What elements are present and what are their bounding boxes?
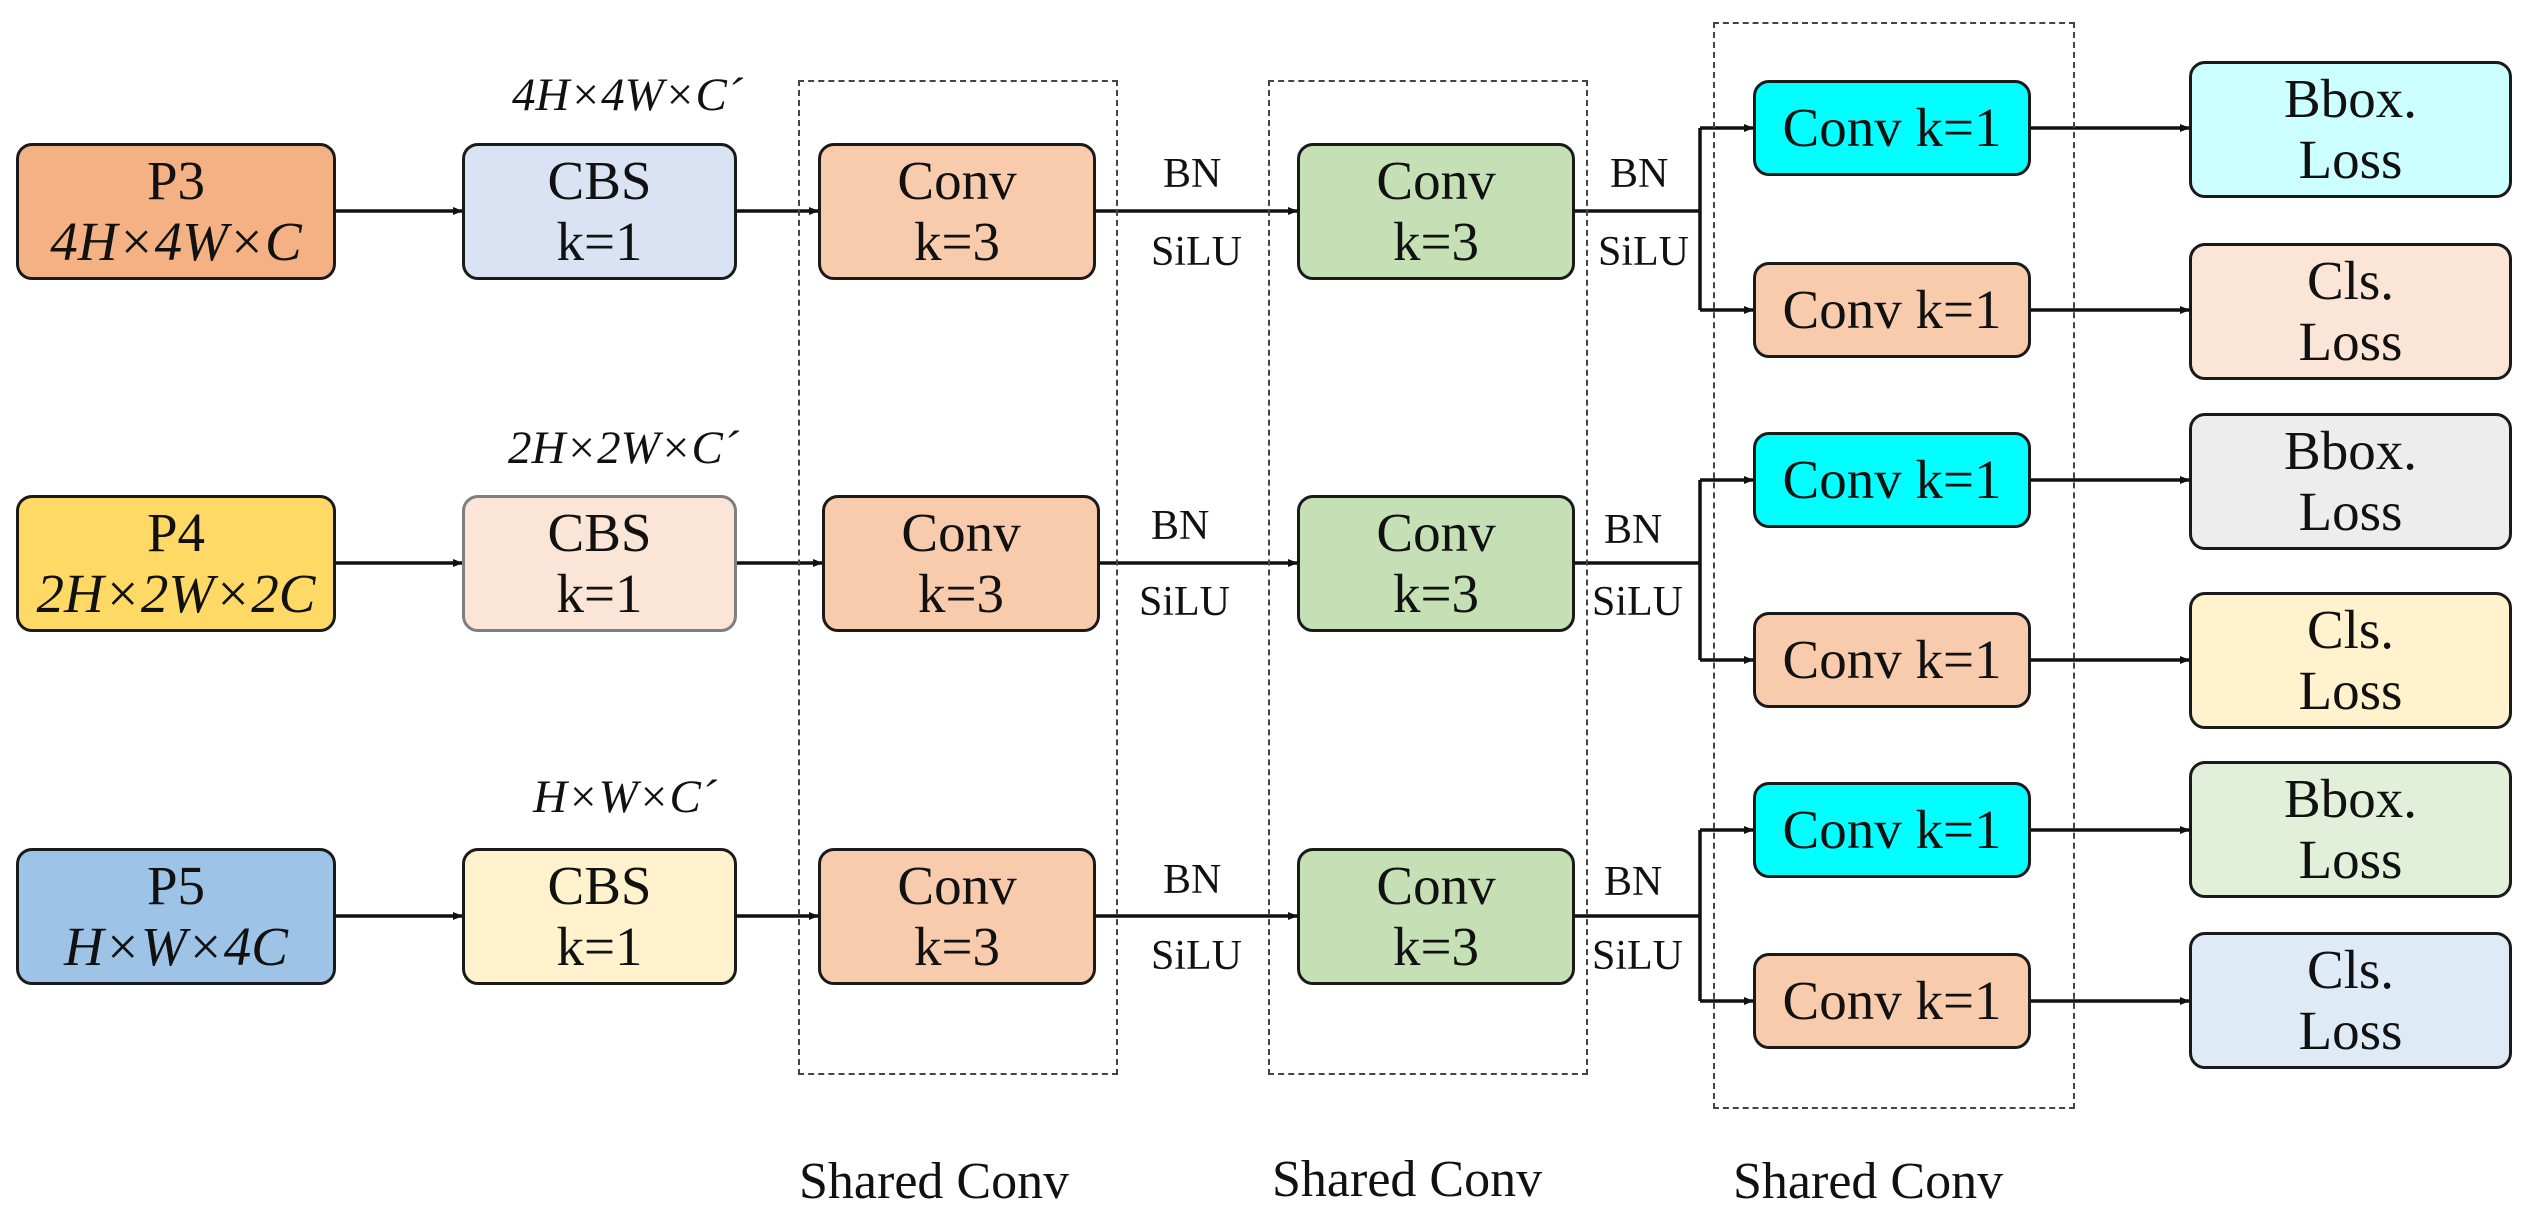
conv-b-p5-title: Conv [1376,855,1496,916]
head-cls-p5-box: Conv k=1 [1753,953,2031,1049]
head-cls-p5-label: Conv k=1 [1782,969,2002,1031]
head-bbox-p3-box: Conv k=1 [1753,80,2031,176]
p3-channel-dims-label: 4H×4W×C´ [512,69,743,121]
loss-cls-p3-title: Cls. [2306,250,2395,311]
cbs-p4-title: CBS [547,502,652,563]
shared-conv-label-3: Shared Conv [1733,1153,2004,1210]
input-p4-box: P4 2H×2W×2C [16,495,336,632]
head-cls-p4-box: Conv k=1 [1753,612,2031,708]
input-p4-dims: 2H×2W×2C [36,562,316,624]
conv-a-p3-title: Conv [897,150,1017,211]
silu-b-p3-label: SiLU [1598,229,1690,275]
head-cls-p3-label: Conv k=1 [1782,278,2002,340]
loss-bbox-p5-title: Bbox. [2284,768,2417,829]
shared-conv-group-3 [1713,22,2075,1109]
conv-b-p3-box: Conv k=3 [1297,143,1575,280]
bn-a-p4-label: BN [1151,503,1210,549]
silu-a-p5-label: SiLU [1151,933,1243,979]
shared-conv-group-2 [1268,80,1588,1075]
conv-b-p4-title: Conv [1376,502,1496,563]
bn-a-p5-label: BN [1163,857,1222,903]
bn-b-p5-label: BN [1604,859,1663,905]
conv-b-p3-title: Conv [1376,150,1496,211]
loss-bbox-p4-sub: Loss [2298,480,2403,542]
input-p5-box: P5 H×W×4C [16,848,336,985]
loss-bbox-p4-title: Bbox. [2284,420,2417,481]
conv-a-p5-title: Conv [897,855,1017,916]
loss-cls-p4-box: Cls. Loss [2189,592,2512,729]
cbs-p5-box: CBS k=1 [462,848,737,985]
silu-b-p4-label: SiLU [1592,579,1684,625]
head-bbox-p4-label: Conv k=1 [1782,448,2002,510]
conv-a-p5-kernel: k=3 [913,915,1001,977]
head-bbox-p5-label: Conv k=1 [1782,798,2002,860]
head-bbox-p4-box: Conv k=1 [1753,432,2031,528]
cbs-p3-box: CBS k=1 [462,143,737,280]
input-p3-box: P3 4H×4W×C [16,143,336,280]
cbs-p3-title: CBS [547,150,652,211]
conv-b-p4-box: Conv k=3 [1297,495,1575,632]
bn-b-p4-label: BN [1604,507,1663,553]
conv-a-p3-kernel: k=3 [913,210,1001,272]
bn-b-p3-label: BN [1610,151,1669,197]
loss-cls-p5-title: Cls. [2306,939,2395,1000]
conv-b-p5-kernel: k=3 [1392,915,1480,977]
cbs-p4-kernel: k=1 [556,562,643,624]
silu-a-p4-label: SiLU [1139,579,1231,625]
conv-a-p5-box: Conv k=3 [818,848,1096,985]
cbs-p5-title: CBS [547,855,652,916]
bn-a-p3-label: BN [1163,151,1222,197]
head-bbox-p3-label: Conv k=1 [1782,96,2002,158]
input-p3-name: P3 [146,150,206,211]
p5-channel-dims-label: H×W×C´ [533,771,717,823]
p4-channel-dims-label: 2H×2W×C´ [508,422,739,474]
loss-cls-p5-sub: Loss [2298,999,2403,1061]
conv-a-p4-kernel: k=3 [917,562,1005,624]
head-bbox-p5-box: Conv k=1 [1753,782,2031,878]
input-p3-dims: 4H×4W×C [50,210,302,272]
shared-conv-group-1 [798,80,1118,1075]
silu-a-p3-label: SiLU [1151,229,1243,275]
input-p5-dims: H×W×4C [64,915,288,977]
loss-cls-p3-sub: Loss [2298,310,2403,372]
conv-a-p4-box: Conv k=3 [822,495,1100,632]
input-p4-name: P4 [146,502,206,563]
conv-a-p4-title: Conv [901,502,1021,563]
head-cls-p3-box: Conv k=1 [1753,262,2031,358]
conv-b-p3-kernel: k=3 [1392,210,1480,272]
loss-bbox-p3-sub: Loss [2298,128,2403,190]
shared-conv-label-1: Shared Conv [799,1153,1070,1210]
loss-bbox-p3-title: Bbox. [2284,68,2417,129]
head-cls-p4-label: Conv k=1 [1782,628,2002,690]
cbs-p3-kernel: k=1 [556,210,643,272]
shared-conv-label-2: Shared Conv [1272,1151,1543,1208]
loss-cls-p5-box: Cls. Loss [2189,932,2512,1069]
input-p5-name: P5 [146,855,206,916]
loss-bbox-p5-box: Bbox. Loss [2189,761,2512,898]
silu-b-p5-label: SiLU [1592,933,1684,979]
conv-b-p5-box: Conv k=3 [1297,848,1575,985]
loss-cls-p4-title: Cls. [2306,599,2395,660]
loss-bbox-p5-sub: Loss [2298,828,2403,890]
cbs-p4-box: CBS k=1 [462,495,737,632]
loss-bbox-p4-box: Bbox. Loss [2189,413,2512,550]
conv-a-p3-box: Conv k=3 [818,143,1096,280]
loss-cls-p3-box: Cls. Loss [2189,243,2512,380]
loss-bbox-p3-box: Bbox. Loss [2189,61,2512,198]
loss-cls-p4-sub: Loss [2298,659,2403,721]
cbs-p5-kernel: k=1 [556,915,643,977]
conv-b-p4-kernel: k=3 [1392,562,1480,624]
